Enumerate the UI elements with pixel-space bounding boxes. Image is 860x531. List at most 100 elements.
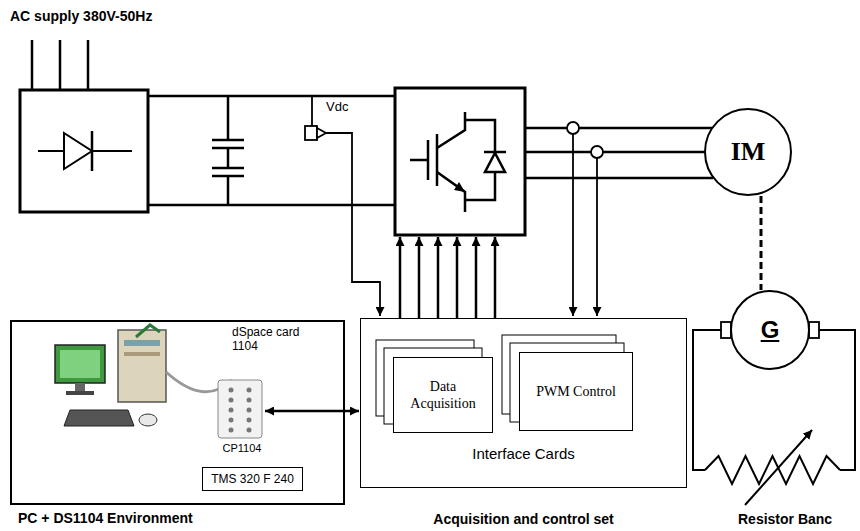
connector-dot <box>247 428 252 433</box>
dc-bus-wires <box>148 204 395 207</box>
node-label: TMS 320 F 240 <box>211 472 294 486</box>
computer-illustration <box>124 340 160 346</box>
inverter-block <box>436 134 439 186</box>
breakout-box <box>218 380 262 438</box>
node-label: G <box>761 316 780 344</box>
interface-card: PWM Control <box>519 352 633 431</box>
connector-dot <box>247 388 252 393</box>
ac-input-wires <box>59 40 62 90</box>
current-sensor <box>567 122 579 134</box>
resistor-symbol <box>705 456 840 484</box>
signal-name: Vdc <box>326 99 348 114</box>
rectifier-block <box>64 133 92 169</box>
acquisition-control-box: Interface CardsAcquisition and control s… <box>360 318 687 488</box>
inverter-block <box>454 182 465 192</box>
pwm-signal-arrows <box>418 237 421 318</box>
rectifier-block <box>20 90 148 212</box>
motor-circle: IM <box>704 108 792 196</box>
connector-dot <box>247 418 252 423</box>
ac-input-wires <box>31 40 34 90</box>
node-label: Interface Cards <box>361 445 686 462</box>
node-caption: Acquisition and control set <box>361 511 686 527</box>
capacitor-symbol <box>212 139 244 142</box>
pwm-signal-arrows <box>456 237 459 318</box>
motor-supply-wires <box>525 127 712 130</box>
node-label: Data Acquisition <box>398 378 488 413</box>
rectifier-block <box>91 131 94 171</box>
computer-illustration <box>75 383 85 391</box>
computer-illustration <box>66 391 94 395</box>
connector-dot <box>229 428 234 433</box>
node-label: CP1104 <box>223 442 262 454</box>
motor-supply-wires <box>525 177 713 180</box>
current-sensor <box>572 134 574 316</box>
pwm-signal-arrows <box>399 237 402 318</box>
node-label: PWM Control <box>536 383 616 401</box>
supply-label: AC supply 380V-50Hz <box>10 8 152 24</box>
processor-box: TMS 320 F 240 <box>202 467 303 491</box>
breakout-box <box>229 388 252 433</box>
inverter-block <box>437 172 465 212</box>
pwm-signal-arrows <box>475 237 478 318</box>
computer-illustration <box>136 325 160 337</box>
dc-bus-wires <box>148 95 395 98</box>
capacitor-symbol <box>227 96 230 140</box>
capacitor-symbol <box>212 96 244 205</box>
current-sensor <box>591 146 603 158</box>
motor-supply-wires <box>525 151 705 154</box>
resistor-symbol <box>745 430 812 505</box>
connector-dot <box>247 408 252 413</box>
cp1104-panel: CP1104 <box>220 382 264 440</box>
inverter-block <box>410 159 428 162</box>
capacitor-symbol <box>227 148 230 168</box>
voltage-sensor <box>326 133 380 316</box>
computer-illustration <box>118 330 166 402</box>
inverter-block <box>395 88 525 235</box>
computer-illustration <box>64 410 134 426</box>
capacitor-symbol <box>212 167 244 170</box>
voltage-sensor <box>317 128 326 138</box>
ac-input-wires <box>87 40 90 90</box>
inverter-block <box>437 112 465 148</box>
computer-illustration <box>55 345 105 383</box>
ac-input-wires <box>32 40 88 90</box>
connector-dot <box>229 398 234 403</box>
node-label: PC + DS1104 Environment <box>18 510 193 526</box>
resistor-symbol <box>693 330 721 470</box>
resistor-symbol <box>819 330 855 470</box>
inverter-block <box>485 153 505 172</box>
motor-supply-wires <box>525 128 713 178</box>
pc-environment-box: PC + DS1104 EnvironmentCP1104TMS 320 F 2… <box>10 320 345 505</box>
voltage-sensor <box>311 96 313 126</box>
shaft-coupling <box>760 196 763 290</box>
pwm-signal-arrows <box>494 237 497 318</box>
computer-illustration <box>55 325 232 426</box>
pwm-signal-arrows <box>437 237 440 318</box>
rectifier-block <box>20 90 148 212</box>
generator-circle: G <box>730 290 810 370</box>
inverter-block <box>427 140 430 180</box>
computer-illustration <box>139 414 157 426</box>
connector-dot <box>247 398 252 403</box>
voltage-sensor <box>305 126 317 140</box>
dc-bus-wires <box>148 96 395 205</box>
breakout-box <box>218 380 262 438</box>
computer-illustration <box>60 350 100 378</box>
computer-illustration <box>124 352 160 356</box>
node-label: IM <box>731 137 766 167</box>
inverter-block <box>484 151 506 154</box>
card-label: dSpace card 1104 <box>232 326 302 354</box>
connector-dot <box>229 388 234 393</box>
inverter-block <box>410 112 506 212</box>
interface-card: Data Acquisition <box>393 357 493 433</box>
current-sensor <box>596 158 598 316</box>
pwm-signal-arrows <box>400 237 495 318</box>
inverter-block <box>395 88 525 235</box>
current-sensor <box>567 122 603 316</box>
voltage-sensor <box>305 96 380 316</box>
generator-terminals <box>809 322 819 338</box>
